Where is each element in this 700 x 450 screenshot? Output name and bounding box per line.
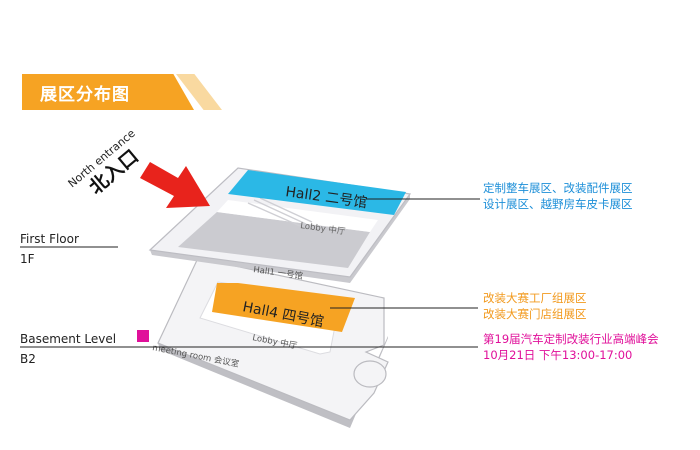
summit-annotation: 第19届汽车定制改装行业高端峰会 10月21日 下午13:00-17:00 bbox=[483, 331, 659, 363]
hall2-annotation-line: 定制整车展区、改装配件展区 bbox=[483, 181, 633, 195]
hall4-block bbox=[212, 283, 355, 332]
basement-code: B2 bbox=[20, 352, 36, 366]
title-banner bbox=[22, 74, 194, 110]
hall2-block bbox=[228, 170, 406, 215]
hall2-annotation-line: 设计展区、越野房车皮卡展区 bbox=[483, 197, 633, 211]
first-floor-label: First Floor bbox=[20, 232, 79, 246]
summit-annotation-line: 第19届汽车定制改装行业高端峰会 bbox=[483, 332, 659, 346]
basement-label: Basement Level bbox=[20, 332, 117, 346]
page-title: 展区分布图 bbox=[40, 85, 130, 105]
entrance-arrow-icon bbox=[140, 162, 210, 208]
hall4-annotation-line: 改装大赛门店组展区 bbox=[483, 307, 587, 321]
summit-annotation-line: 10月21日 下午13:00-17:00 bbox=[483, 348, 633, 362]
hall4-annotation-line: 改装大赛工厂组展区 bbox=[483, 291, 587, 305]
hall4-annotation: 改装大赛工厂组展区 改装大赛门店组展区 bbox=[483, 290, 587, 322]
meeting-room-marker bbox=[137, 330, 149, 342]
first-floor-code: 1F bbox=[20, 252, 35, 266]
hall2-annotation: 定制整车展区、改装配件展区 设计展区、越野房车皮卡展区 bbox=[483, 180, 633, 212]
